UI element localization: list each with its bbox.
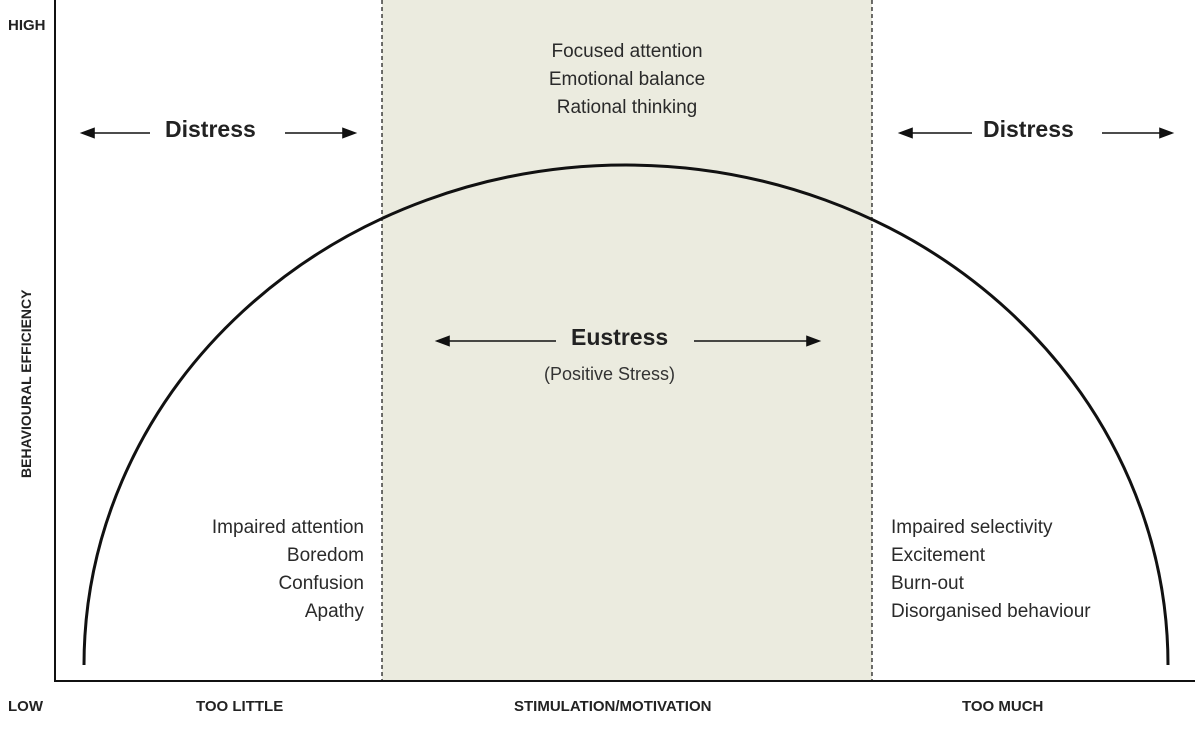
eustress-arrows (434, 335, 822, 347)
left-distress-title: Distress (165, 116, 256, 142)
right-distress-title: Distress (983, 116, 1074, 142)
left-distress-effects-list: Impaired attention Boredom Confusion Apa… (124, 514, 364, 626)
right-distress-effect-item: Excitement (891, 545, 985, 566)
left-distress-effect-item: Confusion (278, 573, 364, 594)
eustress-effects-list: Focused attention Emotional balance Rati… (502, 38, 752, 122)
left-distress-effect-item: Apathy (304, 601, 364, 622)
eustress-effect-item: Rational thinking (556, 97, 698, 118)
left-distress-effect-item: Impaired attention (211, 517, 364, 538)
y-axis-label: BEHAVIOURAL EFFICIENCY (18, 289, 34, 479)
right-distress-effect-item: Impaired selectivity (891, 517, 1053, 538)
y-axis-high-label: HIGH (8, 17, 46, 34)
x-axis-stimulation-label: STIMULATION/MOTIVATION (514, 698, 712, 715)
eustress-title: Eustress (571, 324, 669, 350)
right-distress-effect-item: Disorganised behaviour (891, 601, 1091, 622)
left-distress-arrows (79, 127, 358, 139)
right-distress-effects-list: Impaired selectivity Excitement Burn-out… (891, 514, 1171, 626)
x-axis-too-much-label: TOO MUCH (962, 698, 1044, 715)
eustress-effect-item: Focused attention (551, 41, 703, 62)
right-distress-arrows (897, 127, 1175, 139)
eustress-subtitle: (Positive Stress) (544, 364, 676, 384)
stress-performance-curve (82, 163, 1170, 666)
left-distress-effect-item: Boredom (286, 545, 364, 566)
eustress-effect-item: Emotional balance (548, 69, 706, 90)
origin-low-label: LOW (8, 698, 43, 715)
x-axis-too-little-label: TOO LITTLE (196, 698, 284, 715)
right-distress-effect-item: Burn-out (891, 573, 964, 594)
